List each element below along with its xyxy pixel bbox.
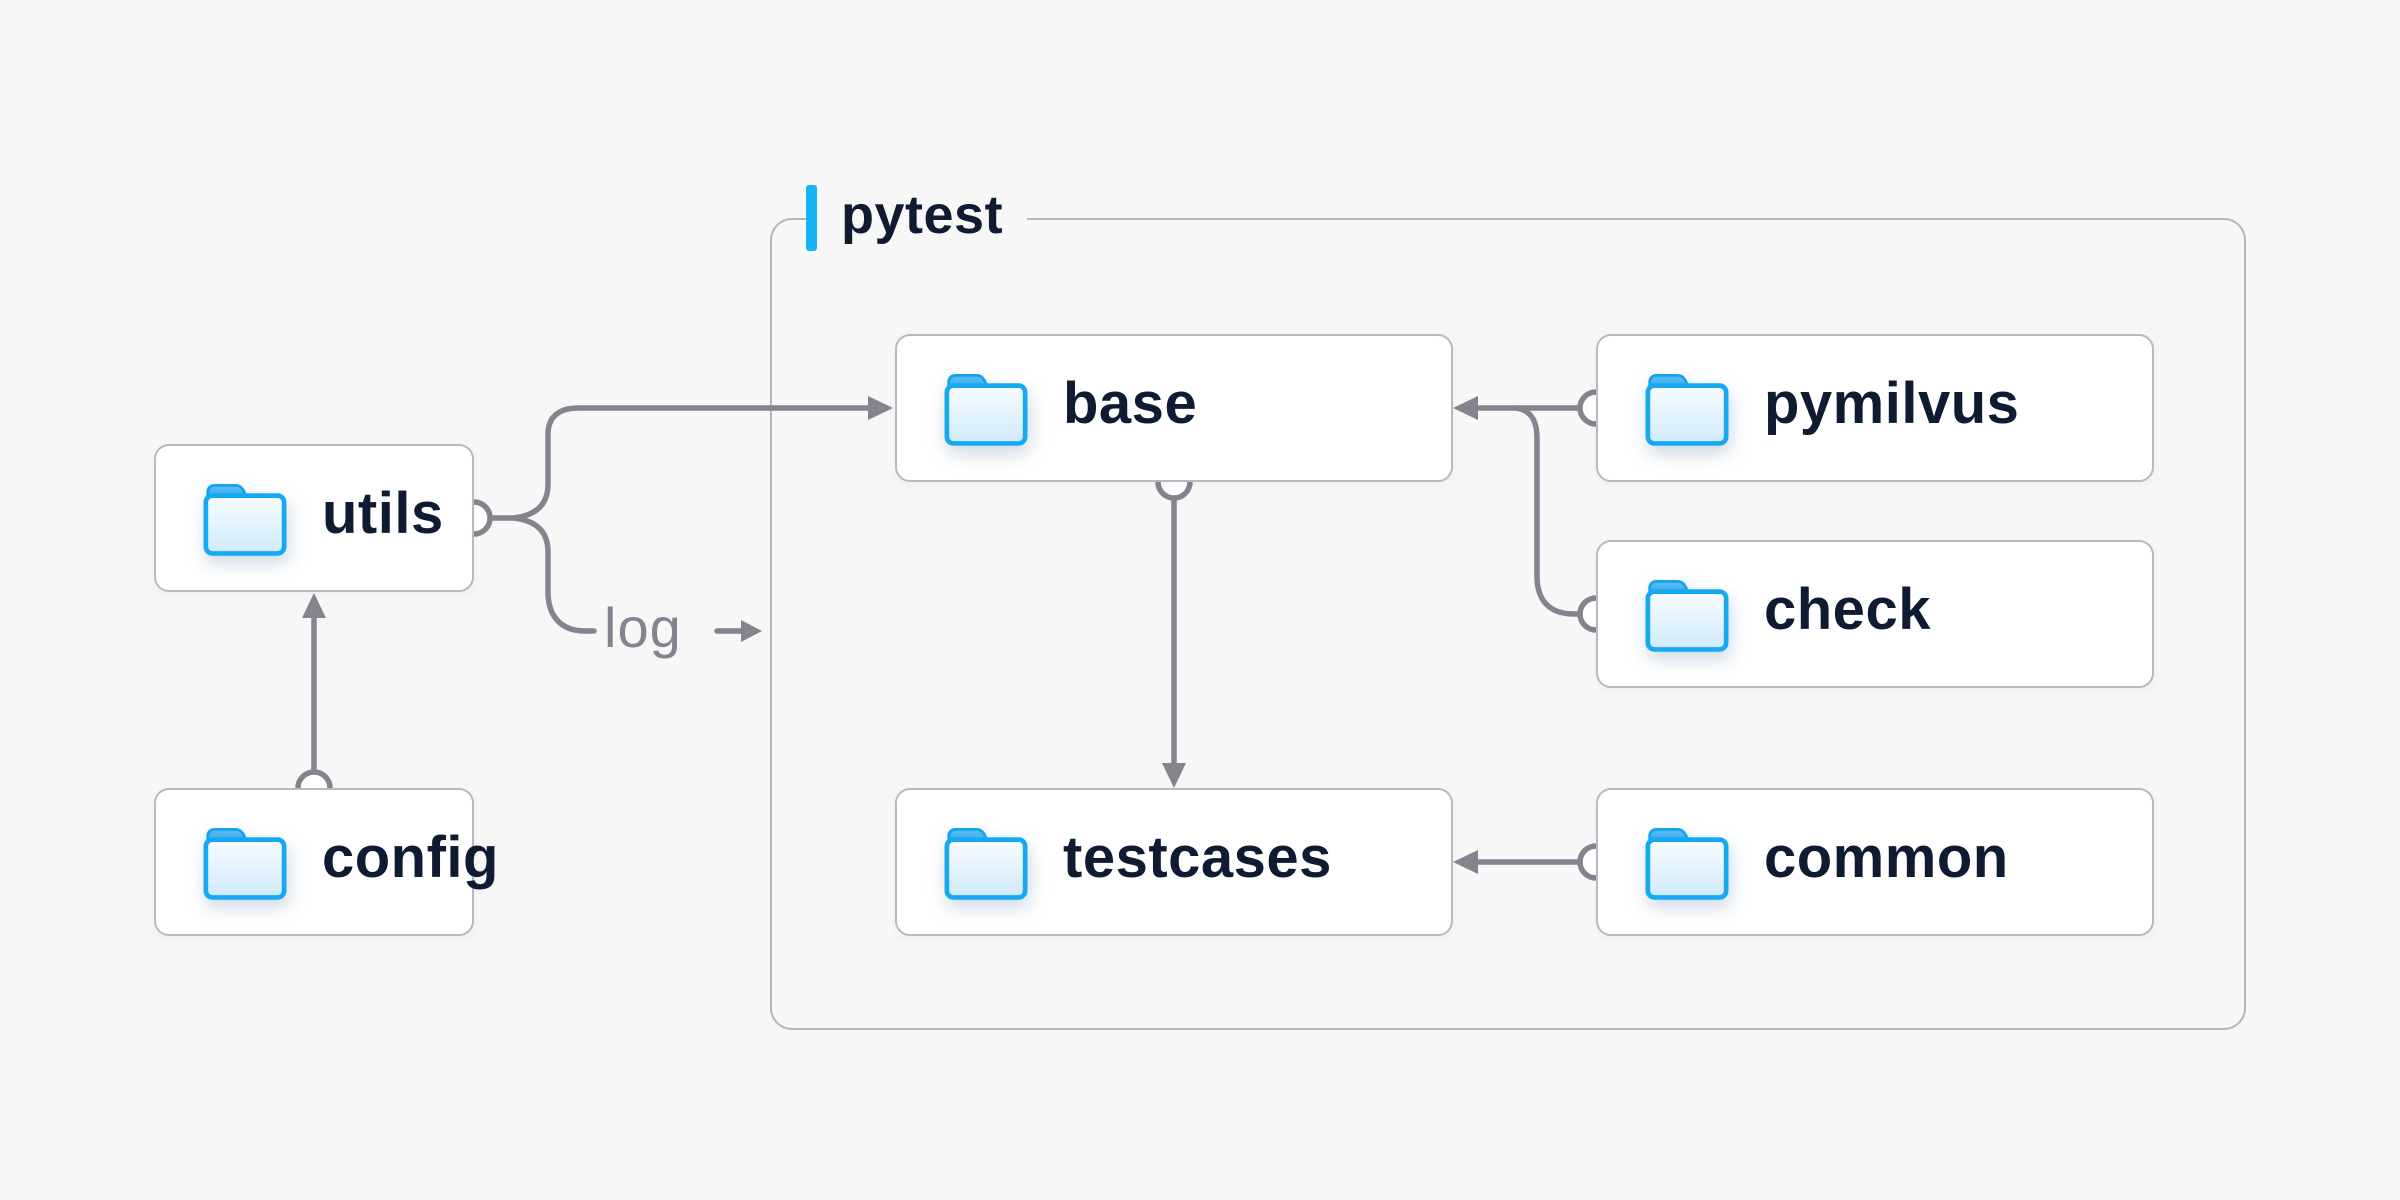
pytest-container-label: pytest <box>806 180 1028 256</box>
node-label: utils <box>322 481 444 546</box>
folder-icon <box>939 821 1033 903</box>
folder-icon <box>1640 821 1734 903</box>
folder-icon <box>1640 367 1734 449</box>
node-config: config <box>154 788 498 936</box>
node-label: base <box>1063 371 1198 436</box>
node-pymilvus: pymilvus <box>1596 334 2154 482</box>
node-utils: utils <box>154 444 474 592</box>
node-base: base <box>895 334 1453 482</box>
folder-icon <box>939 367 1033 449</box>
folder-icon <box>198 821 292 903</box>
folder-icon <box>1640 573 1734 655</box>
accent-bar <box>806 185 817 251</box>
node-common: common <box>1596 788 2154 936</box>
folder-icon <box>198 477 292 559</box>
edge-config-utils <box>295 593 333 807</box>
node-label: testcases <box>1063 825 1332 890</box>
edge-label-log: log <box>604 596 682 659</box>
node-label: check <box>1764 577 1931 642</box>
pytest-container-title: pytest <box>841 185 1004 245</box>
node-label: config <box>322 825 499 890</box>
node-check: check <box>1596 540 2154 688</box>
pytest-container <box>770 218 2246 1030</box>
node-testcases: testcases <box>895 788 1453 936</box>
node-label: common <box>1764 825 2009 890</box>
node-label: pymilvus <box>1764 371 2020 436</box>
